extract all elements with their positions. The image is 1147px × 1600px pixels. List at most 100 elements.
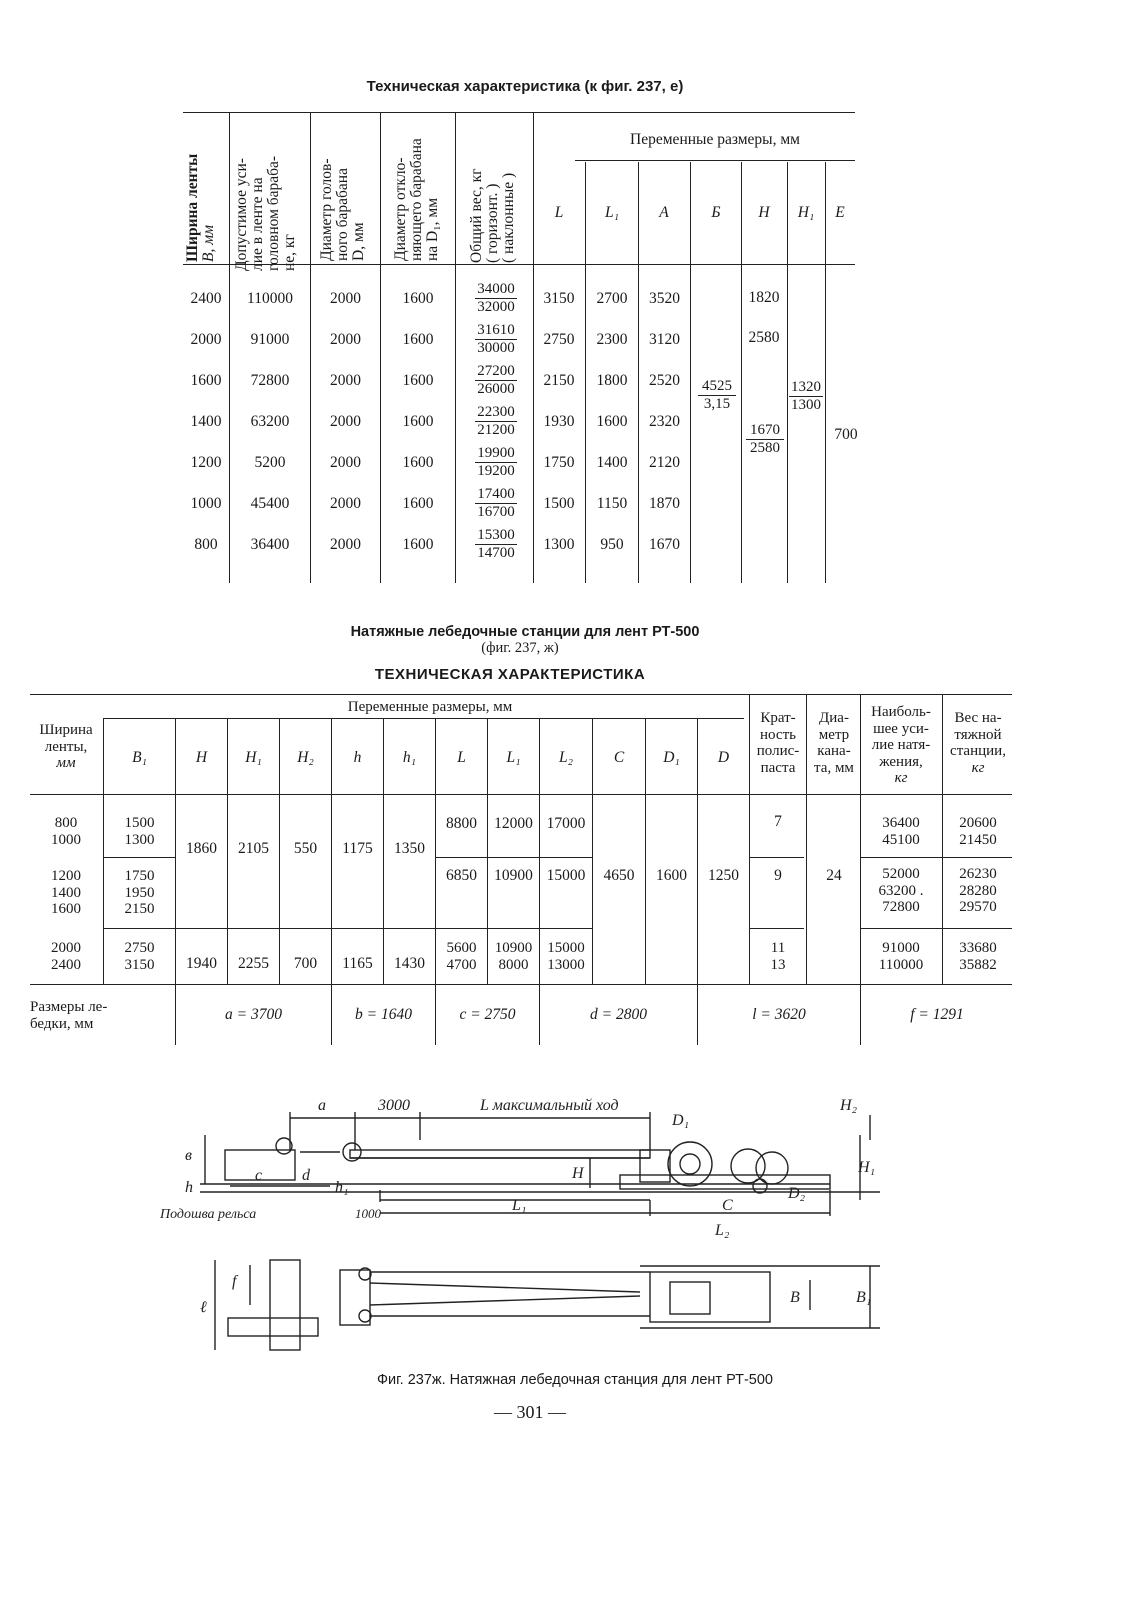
t1-cell-d: 2000 bbox=[330, 454, 361, 471]
t1-cell-t: 63200 bbox=[250, 413, 290, 430]
t2-g2-L: 6850 bbox=[446, 867, 477, 884]
fig-label-a: a bbox=[318, 1097, 326, 1114]
t2-sub-header: B₁ bbox=[132, 749, 147, 766]
t1-sub-A: A bbox=[659, 204, 669, 221]
t1-cell-d: 2000 bbox=[330, 536, 361, 553]
t2-common-D1: 1600 bbox=[656, 867, 687, 884]
t1-cell-d1: 1600 bbox=[402, 454, 434, 471]
table2-title: Натяжные лебедочные станции для лент РТ-… bbox=[350, 624, 700, 640]
fig-label-3000: 3000 bbox=[377, 1097, 410, 1114]
t1-sub-L: L bbox=[554, 204, 564, 221]
t1-cell-d: 2000 bbox=[330, 413, 361, 430]
t1-cell-l: 1930 bbox=[543, 413, 575, 430]
t1-header-width: Ширина ленты B, мм bbox=[184, 153, 217, 262]
t2-common-H: 1860 bbox=[186, 840, 217, 857]
t2-winch-b: b = 1640 bbox=[355, 1006, 412, 1023]
t2-g2-L2: 15000 bbox=[546, 867, 586, 884]
fig-label-H1: H₁ bbox=[857, 1159, 875, 1176]
t1-header-head-diam: Диаметр голов- ного барабана D, мм bbox=[318, 158, 367, 261]
t1-cell-l1: 2700 bbox=[596, 290, 628, 307]
t1-sub-H1: H₁ bbox=[797, 204, 815, 221]
t2-sub-header: C bbox=[613, 749, 625, 766]
t2-winch-f: f = 1291 bbox=[910, 1006, 964, 1023]
page-number: — 301 — bbox=[494, 1402, 566, 1422]
fig-label-L2: L₂ bbox=[714, 1222, 730, 1239]
t1-cell-d1: 1600 bbox=[402, 536, 434, 553]
t1-cell-a: 3120 bbox=[649, 331, 680, 348]
t2-header-force: Наиболь-шее уси-лие натя-жения,кг bbox=[871, 704, 931, 786]
t2-g1-L1: 12000 bbox=[494, 815, 533, 832]
t1-header-weight: Общий вес, кг ( горизонт. ) ( наклонные … bbox=[468, 168, 517, 264]
t1-sub-L1: L₁ bbox=[604, 204, 619, 221]
fig-label-B1: B₁ bbox=[856, 1289, 871, 1306]
t1-cell-b: 2000 bbox=[190, 331, 222, 348]
t2-g2-krat: 9 bbox=[774, 867, 782, 884]
t2-sub-header: H₂ bbox=[297, 749, 314, 766]
t1-cell-t: 45400 bbox=[250, 495, 290, 512]
t2-sub-header: H bbox=[195, 749, 208, 766]
t2-common-h1: 1350 bbox=[394, 840, 425, 857]
t1-h-2580: 2580 bbox=[748, 329, 780, 346]
t1-header-variable: Переменные размеры, мм bbox=[630, 131, 800, 148]
t1-cell-l: 3150 bbox=[543, 290, 575, 307]
t2-sub-header: L bbox=[457, 749, 466, 766]
t2-winch-label: Размеры ле-бедки, мм bbox=[30, 999, 108, 1032]
winch-station-drawing: a 3000 L максимальный ход D₁ H₂ в h c d … bbox=[159, 1097, 880, 1351]
t1-sub-B: Б bbox=[711, 204, 721, 221]
t2-common-h: 1175 bbox=[342, 840, 373, 857]
t2-g1-L2: 17000 bbox=[546, 815, 586, 832]
t2-sub-header: h bbox=[353, 749, 362, 766]
t2-common-C: 4650 bbox=[603, 867, 635, 884]
fig-label-B: B bbox=[790, 1289, 800, 1306]
t2-g3-H: 1940 bbox=[186, 955, 217, 972]
fig-label-c: c bbox=[255, 1167, 262, 1184]
t1-e-value: 700 bbox=[834, 426, 858, 443]
t1-cell-t: 36400 bbox=[250, 536, 290, 553]
fig-label-b: в bbox=[185, 1147, 192, 1164]
fig-label-lmax: L максимальный ход bbox=[479, 1097, 619, 1114]
t1-cell-d: 2000 bbox=[330, 290, 361, 307]
t1-cell-a: 1670 bbox=[649, 536, 680, 553]
t2-g3-h: 1165 bbox=[342, 955, 373, 972]
t1-h-1820: 1820 bbox=[748, 289, 780, 306]
t1-cell-b: 1200 bbox=[190, 454, 222, 471]
t1-cell-d: 2000 bbox=[330, 495, 361, 512]
t1-cell-t: 5200 bbox=[254, 454, 286, 471]
t1-cell-l1: 1800 bbox=[596, 372, 628, 389]
t1-cell-d1: 1600 bbox=[402, 372, 434, 389]
t2-sub-header: D₁ bbox=[663, 749, 680, 766]
t1-cell-d: 2000 bbox=[330, 372, 361, 389]
t1-sub-H: H bbox=[758, 204, 770, 221]
table2-subtitle: (фиг. 237, ж) bbox=[481, 640, 559, 656]
t1-cell-t: 110000 bbox=[247, 290, 293, 307]
t1-header-tension: Допустимое уси- лие в ленте на головном … bbox=[233, 155, 298, 271]
t2-g3-h1: 1430 bbox=[394, 955, 425, 972]
t1-cell-l1: 1400 bbox=[596, 454, 628, 471]
t2-g3-H2: 700 bbox=[293, 955, 318, 972]
t2-winch-c: c = 2750 bbox=[459, 1006, 516, 1023]
t1-cell-t: 91000 bbox=[250, 331, 290, 348]
t2-sub-header: D bbox=[717, 749, 730, 766]
t1-cell-l: 1500 bbox=[543, 495, 575, 512]
t1-cell-l: 1750 bbox=[543, 454, 575, 471]
fig-label-h2: H₂ bbox=[839, 1097, 858, 1114]
table2-heading: ТЕХНИЧЕСКАЯ ХАРАКТЕРИСТИКА bbox=[374, 666, 646, 683]
table1-title: Техническая характеристика (к фиг. 237, … bbox=[366, 78, 684, 95]
